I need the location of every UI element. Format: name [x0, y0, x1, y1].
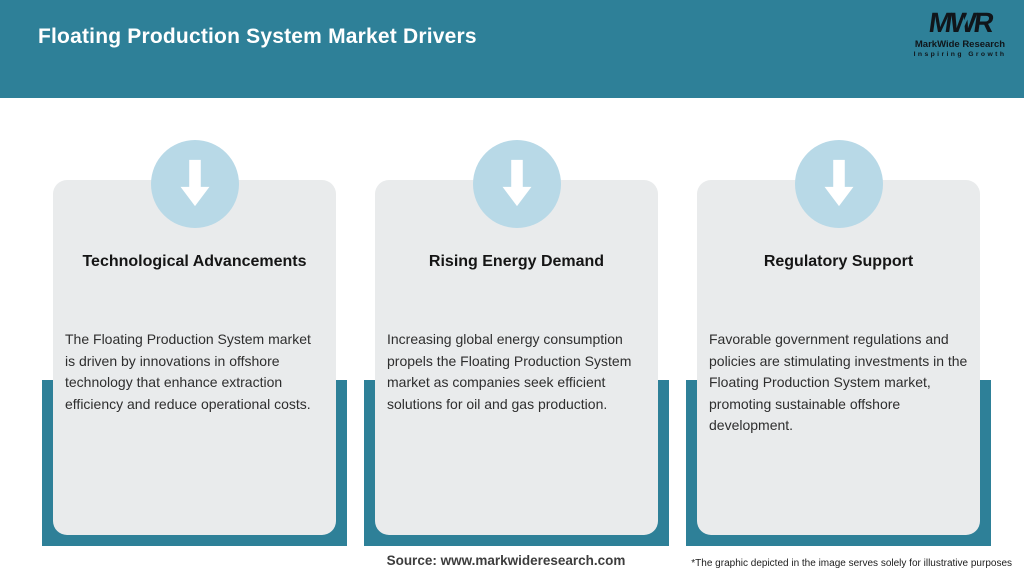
down-arrow-icon [794, 140, 883, 228]
card-body: Rising Energy Demand Increasing global e… [375, 140, 658, 535]
driver-card-regulatory-support: Regulatory Support Favorable government … [686, 140, 991, 546]
card-body: Regulatory Support Favorable government … [697, 140, 980, 535]
card-title: Technological Advancements [82, 253, 307, 270]
driver-card-technological-advancements: Technological Advancements The Floating … [42, 140, 347, 546]
mwr-logo-icon: MWR [927, 7, 994, 38]
card-description: Favorable government regulations and pol… [709, 331, 968, 433]
header-bar: Floating Production System Market Driver… [0, 0, 1024, 98]
card-title: Rising Energy Demand [428, 253, 605, 270]
down-arrow-icon [472, 140, 561, 228]
driver-card-rising-energy-demand: Rising Energy Demand Increasing global e… [364, 140, 669, 546]
logo-tagline: Inspiring Growth [913, 50, 1007, 58]
markwide-research-logo: MWR MarkWide Research Inspiring Growth [909, 7, 1011, 58]
card-title: Regulatory Support [763, 253, 914, 270]
card-description: Increasing global energy consumption pro… [387, 331, 632, 412]
page-title: Floating Production System Market Driver… [38, 25, 477, 48]
card-body: Technological Advancements The Floating … [53, 140, 336, 535]
down-arrow-icon [150, 140, 239, 228]
drivers-row: Technological Advancements The Floating … [42, 140, 991, 546]
logo-company-name: MarkWide Research [914, 39, 1006, 50]
disclaimer-text: *The graphic depicted in the image serve… [691, 558, 1012, 569]
source-text: Source: www.markwideresearch.com [386, 553, 626, 568]
card-description: The Floating Production System market is… [65, 331, 311, 412]
